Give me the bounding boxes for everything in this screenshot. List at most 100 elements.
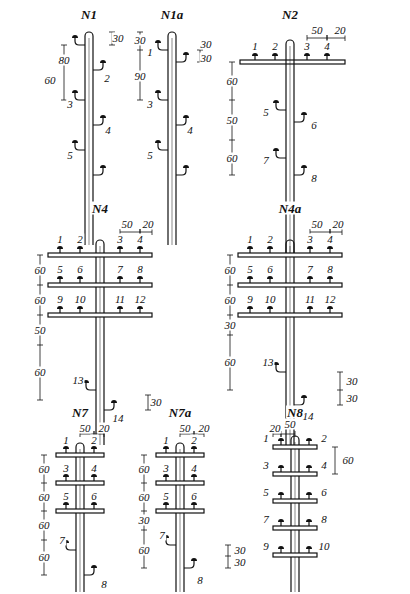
callout-number: 50	[179, 423, 192, 434]
callout-number: 60	[44, 75, 57, 86]
callout-number: 7	[262, 155, 270, 166]
insulator	[191, 474, 197, 477]
callout-number: 30	[138, 515, 151, 526]
insulator	[163, 502, 169, 505]
insulator	[267, 276, 273, 279]
insulator-pin	[269, 249, 270, 253]
insulator	[278, 438, 284, 441]
insulator-pin	[93, 449, 94, 453]
dimension-line	[120, 232, 140, 233]
insulator-pin	[65, 477, 66, 481]
insulator	[278, 492, 284, 495]
callout-number: 60	[38, 552, 51, 563]
insulator	[63, 502, 69, 505]
callout-number: 1	[146, 47, 154, 58]
dimension-tick	[152, 229, 153, 235]
dimension-tick	[141, 483, 147, 484]
pole-grain	[89, 38, 90, 245]
insulator-pin	[193, 477, 194, 481]
dimension-tick	[225, 556, 231, 557]
dimension-tick	[229, 175, 235, 176]
crossarm	[273, 499, 317, 503]
insulator-pin	[139, 249, 140, 253]
callout-number: 6	[90, 491, 98, 502]
scheme-number: N1a	[160, 8, 184, 21]
insulator-pin	[308, 441, 309, 445]
dimension-tick	[337, 372, 343, 373]
callout-number: 7	[262, 514, 270, 525]
hook	[176, 55, 186, 62]
insulator-pin	[119, 309, 120, 313]
dimension-tick	[337, 405, 343, 406]
callout-number: 5	[56, 264, 64, 275]
callout-number: 10	[74, 294, 87, 305]
crossarm	[240, 60, 345, 64]
dimension-tick	[109, 45, 115, 46]
callout-number: 60	[342, 455, 355, 466]
insulator	[273, 100, 279, 103]
scheme-number: N4	[91, 202, 109, 215]
dimension-tick	[137, 50, 143, 51]
insulator	[77, 306, 83, 309]
insulator-pin	[280, 441, 281, 445]
insulator-pin	[280, 522, 281, 526]
insulator	[91, 474, 97, 477]
insulator	[183, 115, 189, 118]
dimension-tick	[229, 100, 235, 101]
dimension-tick	[342, 229, 343, 235]
callout-number: 60	[224, 265, 237, 276]
dimension-line	[310, 232, 330, 233]
callout-number: 4	[186, 125, 194, 136]
crossarm	[48, 283, 152, 287]
hook	[176, 118, 186, 125]
dimension-tick	[37, 315, 43, 316]
hook	[294, 168, 304, 175]
crossarm	[273, 445, 317, 449]
insulator	[306, 546, 312, 549]
insulator-pin	[79, 249, 80, 253]
hook	[176, 168, 186, 175]
insulator	[163, 446, 169, 449]
callout-number: 4	[320, 460, 328, 471]
dimension-tick	[229, 62, 235, 63]
callout-number: 8	[326, 264, 334, 275]
insulator	[278, 519, 284, 522]
insulator-pin	[139, 279, 140, 283]
insulator	[163, 474, 169, 477]
callout-number: 4	[136, 234, 144, 245]
hook	[158, 93, 168, 100]
insulator-pin	[119, 249, 120, 253]
callout-number: 4	[104, 125, 112, 136]
insulator	[117, 276, 123, 279]
callout-number: 20	[269, 423, 282, 434]
insulator-pin	[308, 495, 309, 499]
callout-number: 6	[190, 491, 198, 502]
insulator	[77, 246, 83, 249]
dimension-tick	[141, 511, 147, 512]
callout-number: 50	[311, 25, 324, 36]
callout-number: 60	[38, 520, 51, 531]
callout-number: 30	[200, 39, 213, 50]
insulator	[273, 148, 279, 151]
hook	[75, 143, 85, 150]
callout-number: 3	[62, 463, 70, 474]
insulator	[247, 276, 253, 279]
insulator	[155, 40, 161, 43]
dimension-line	[64, 45, 65, 100]
callout-number: 7	[58, 535, 66, 546]
insulator	[304, 53, 310, 56]
insulator-pin	[65, 505, 66, 509]
dimension-tick	[345, 35, 346, 41]
dimension-tick	[225, 545, 231, 546]
callout-number: 3	[306, 234, 314, 245]
callout-number: 2	[320, 433, 328, 444]
crossarm	[56, 509, 104, 513]
insulator	[100, 115, 106, 118]
hook	[93, 118, 103, 125]
callout-number: 50	[284, 419, 297, 430]
hook	[93, 168, 103, 175]
insulator	[183, 165, 189, 168]
callout-number: 1	[162, 435, 170, 446]
dimension-tick	[295, 431, 296, 437]
callout-number: 8	[310, 173, 318, 184]
